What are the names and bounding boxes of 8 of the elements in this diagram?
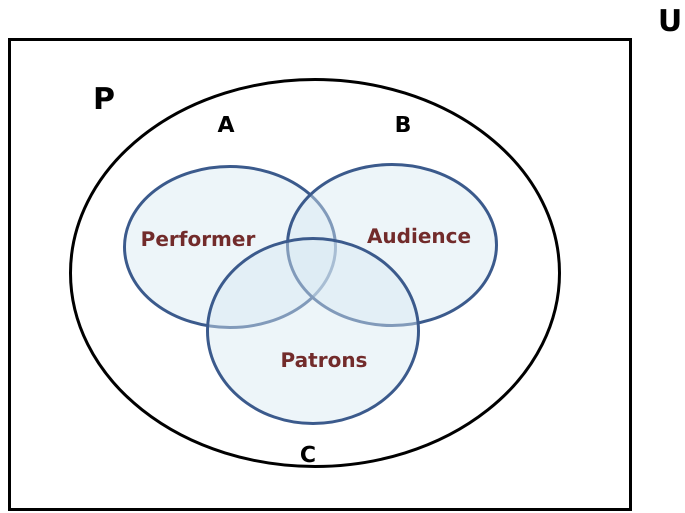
set-letter: C [300, 445, 316, 467]
set-letter: A [217, 115, 235, 137]
set-letter: P [93, 85, 115, 115]
set-letter: B [394, 115, 412, 137]
set-label: Audience [366, 226, 472, 246]
set-label: Patrons [280, 350, 368, 370]
set-letter: U [658, 7, 682, 37]
set-label: Performer [140, 229, 256, 249]
